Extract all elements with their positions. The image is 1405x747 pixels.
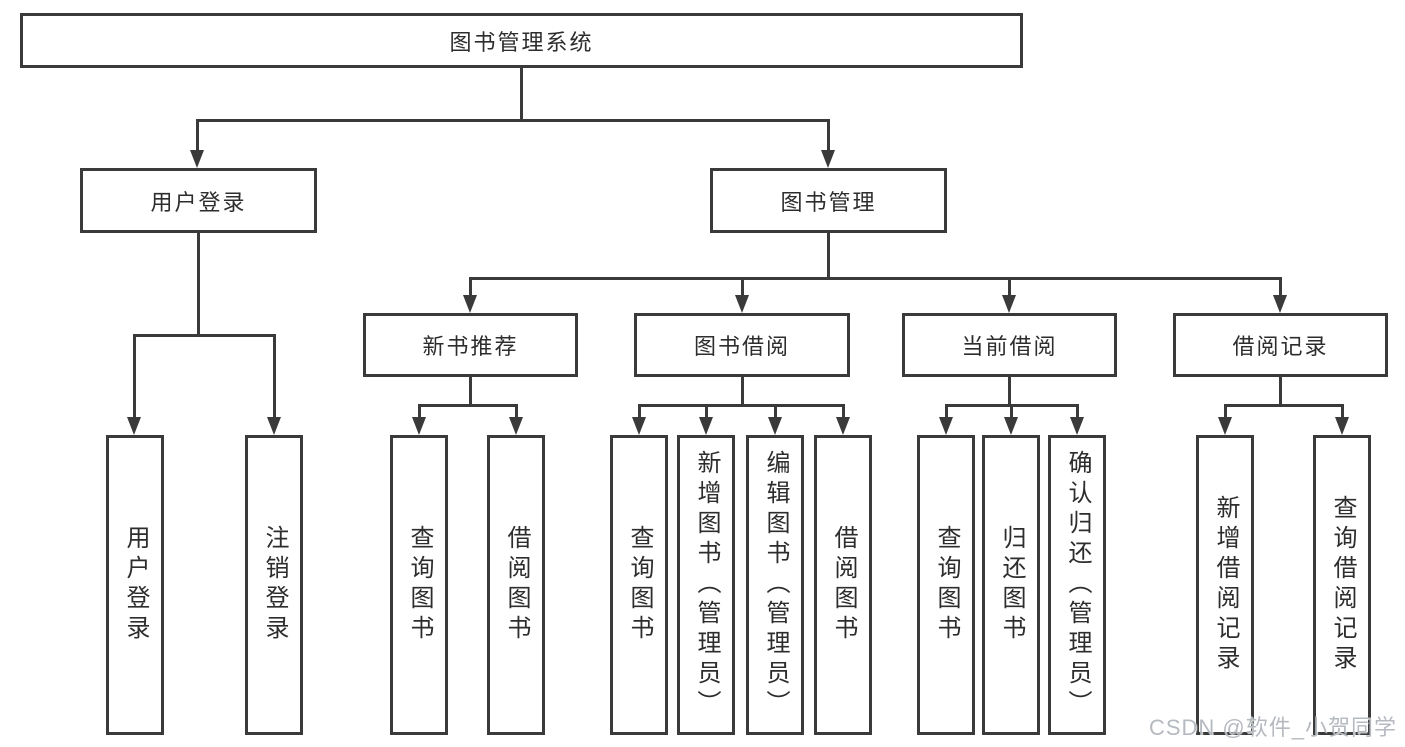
leaf-label: 编辑图书（管理员） [762, 450, 789, 720]
arrow-down-icon [1335, 417, 1349, 435]
leaf-borrow-books-recommend: 借阅图书 [487, 435, 545, 735]
arrow-down-icon [632, 417, 646, 435]
connector-line [1224, 404, 1227, 420]
connector-line [273, 334, 276, 420]
arrow-down-icon [1273, 295, 1287, 313]
csdn-watermark: CSDN @软件_小贺同学 [1148, 715, 1397, 740]
connector-line [638, 404, 641, 420]
connector-line [469, 377, 472, 405]
node-new-book-recommend: 新书推荐 [363, 313, 578, 377]
connector-line [705, 404, 708, 420]
leaf-query-books-current: 查询图书 [917, 435, 975, 735]
arrow-down-icon [1070, 417, 1084, 435]
leaf-label: 查询图书 [406, 525, 433, 645]
connector-line [196, 119, 830, 122]
node-root-label: 图书管理系统 [449, 29, 594, 55]
arrow-down-icon [836, 417, 850, 435]
leaf-label: 归还图书 [998, 525, 1025, 645]
leaf-add-borrow-record: 新增借阅记录 [1196, 435, 1254, 735]
leaf-logout: 注销登录 [245, 435, 303, 735]
arrow-down-icon [412, 417, 426, 435]
arrow-down-icon [127, 417, 141, 435]
connector-line [418, 404, 421, 420]
arrow-down-icon [699, 417, 713, 435]
leaf-label: 查询借阅记录 [1329, 495, 1356, 675]
leaf-label: 新增借阅记录 [1212, 495, 1239, 675]
node-book-management: 图书管理 [710, 168, 947, 233]
leaf-label: 确认归还（管理员） [1064, 450, 1091, 720]
connector-line [196, 119, 199, 153]
connector-line [1076, 404, 1079, 420]
leaf-label: 注销登录 [261, 525, 288, 645]
connector-line [197, 233, 200, 336]
node-current-borrowing: 当前借阅 [902, 313, 1117, 377]
leaf-label: 借阅图书 [830, 525, 857, 645]
leaf-label: 借阅图书 [503, 525, 530, 645]
connector-line [469, 277, 472, 299]
node-user-login: 用户登录 [80, 168, 317, 233]
node-user-login-label: 用户登录 [150, 189, 247, 215]
node-book-management-label: 图书管理 [780, 189, 877, 215]
arrow-down-icon [1002, 295, 1016, 313]
arrow-down-icon [939, 417, 953, 435]
arrow-down-icon [190, 150, 204, 168]
node-borrowing-records: 借阅记录 [1173, 313, 1388, 377]
connector-line [418, 404, 517, 407]
connector-line [133, 334, 275, 337]
leaf-user-login: 用户登录 [106, 435, 164, 735]
connector-line [741, 377, 744, 405]
leaf-query-books-borrowing: 查询图书 [610, 435, 668, 735]
leaf-label: 新增图书（管理员） [693, 450, 720, 720]
leaf-query-books-recommend: 查询图书 [390, 435, 448, 735]
leaf-add-books-admin: 新增图书（管理员） [677, 435, 735, 735]
node-current-borrowing-label: 当前借阅 [961, 334, 1058, 359]
node-book-borrowing: 图书借阅 [634, 313, 850, 377]
leaf-edit-books-admin: 编辑图书（管理员） [746, 435, 804, 735]
arrow-down-icon [735, 295, 749, 313]
connector-line [842, 404, 845, 420]
node-new-book-recommend-label: 新书推荐 [422, 334, 519, 359]
connector-line [774, 404, 777, 420]
connector-line [469, 277, 1281, 280]
connector-line [827, 119, 830, 153]
connector-line [741, 277, 744, 299]
arrow-down-icon [267, 417, 281, 435]
leaf-label: 用户登录 [122, 525, 149, 645]
arrow-down-icon [1218, 417, 1232, 435]
leaf-confirm-return-admin: 确认归还（管理员） [1048, 435, 1106, 735]
arrow-down-icon [463, 295, 477, 313]
leaf-query-borrow-record: 查询借阅记录 [1313, 435, 1371, 735]
connector-line [520, 68, 523, 120]
connector-line [133, 334, 136, 420]
connector-line [1341, 404, 1344, 420]
connector-line [638, 404, 844, 407]
connector-line [827, 233, 830, 279]
node-root: 图书管理系统 [20, 13, 1023, 68]
node-book-borrowing-label: 图书借阅 [693, 334, 790, 359]
leaf-return-books: 归还图书 [982, 435, 1040, 735]
connector-line [1008, 277, 1011, 299]
arrow-down-icon [1004, 417, 1018, 435]
arrow-down-icon [821, 150, 835, 168]
connector-line [1008, 377, 1011, 405]
arrow-down-icon [509, 417, 523, 435]
connector-line [1279, 377, 1282, 405]
connector-line [515, 404, 518, 420]
leaf-label: 查询图书 [933, 525, 960, 645]
leaf-label: 查询图书 [626, 525, 653, 645]
connector-line [945, 404, 948, 420]
connector-line [1224, 404, 1343, 407]
leaf-borrow-books: 借阅图书 [814, 435, 872, 735]
connector-line [1279, 277, 1282, 299]
connector-line [1010, 404, 1013, 420]
node-borrowing-records-label: 借阅记录 [1232, 334, 1329, 359]
arrow-down-icon [768, 417, 782, 435]
